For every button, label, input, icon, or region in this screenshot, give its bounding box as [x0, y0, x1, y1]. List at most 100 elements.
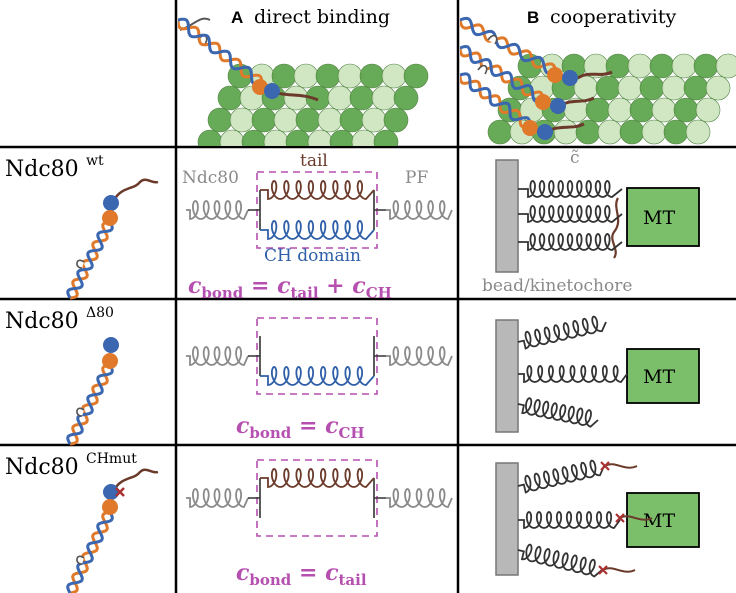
tubulin-subunit: [273, 107, 299, 133]
mt-label: MT: [643, 207, 675, 229]
tubulin-subunit: [371, 85, 397, 111]
row-sup-chmut: CHmut: [86, 451, 137, 467]
panel-b-title: cooperativity: [550, 6, 676, 28]
tubulin-subunit: [295, 107, 321, 133]
tubulin-subunit: [705, 75, 731, 101]
tubulin-subunit: [685, 119, 711, 145]
tail-connector: [611, 197, 620, 259]
row-name-delta80: Ndc80: [5, 309, 79, 334]
mt-label-2: MT: [643, 366, 675, 388]
equation-wt: cbond = ctail + cCH: [188, 273, 392, 302]
connector-right: [373, 190, 386, 230]
coiled-coil-orange: [460, 75, 531, 129]
tubulin-subunit: [641, 119, 667, 145]
coiled-coil-blue: [460, 16, 557, 76]
linker-spring: [518, 180, 623, 199]
coiled-coil-blue: [66, 511, 114, 593]
tubulin-subunit: [595, 75, 621, 101]
equation-chmut: cbond = ctail: [236, 560, 367, 589]
tubulin-subunit: [553, 119, 579, 145]
c-tilde-label: c̃: [570, 148, 580, 168]
ch-domain-spring: [260, 366, 375, 387]
bead-kinetochore-2: [495, 319, 519, 433]
tail-spring: [260, 468, 375, 489]
parallel-bond-box: [256, 459, 378, 537]
coiled-coil-blue: [178, 17, 263, 87]
tubulin-subunit: [373, 129, 399, 146]
row-sup-delta80: Δ80: [86, 305, 114, 321]
tail-strand: [604, 463, 638, 469]
row-label-chmut: Ndc80 CHmut: [5, 451, 137, 480]
tubulin-subunit: [293, 63, 319, 89]
tubulin-subunit: [629, 97, 655, 123]
tail-strand-wt: [112, 178, 159, 201]
tubulin-subunit: [359, 63, 385, 89]
ndc80-molecules-header-b: [460, 16, 613, 140]
linker-spring: [517, 459, 605, 494]
hinge-loop: [76, 259, 85, 269]
cooperativity-wt: MT c̃ bead/kinetochore: [482, 148, 700, 296]
row-delta80-molecule-heads: [102, 337, 119, 369]
tubulin-subunit: [585, 97, 611, 123]
ndc80-spring: [186, 346, 249, 367]
spring-models-a: [186, 171, 453, 537]
tubulin-subunit: [393, 85, 419, 111]
panel-a-header: A direct binding: [231, 6, 390, 28]
tubulin-subunit: [617, 75, 643, 101]
row-label-wt: Ndc80 wt: [5, 153, 104, 182]
row-name-wt: Ndc80: [5, 157, 79, 182]
panel-b-header: B cooperativity: [527, 6, 676, 28]
tubulin-subunit: [351, 129, 377, 146]
ch-domain-label: CH domain: [264, 246, 361, 266]
tubulin-subunit: [715, 53, 736, 79]
tubulin-subunit: [251, 107, 277, 133]
tail-label: tail: [300, 151, 328, 171]
ndc80-spring: [186, 200, 249, 221]
cooperativity-delta80: MT: [495, 319, 700, 433]
tubulin-subunit: [327, 85, 353, 111]
tail-strand: [602, 567, 636, 573]
tubulin-subunit: [263, 129, 289, 146]
pf-spring: [386, 346, 453, 367]
mutation-x-icon: [600, 461, 610, 471]
tubulin-subunit: [597, 119, 623, 145]
tubulin-subunit: [317, 107, 343, 133]
bead-kinetochore-3: [495, 462, 519, 576]
svg-text:cbond = ctail + cCH: cbond = ctail + cCH: [188, 273, 392, 302]
bead-kinetochore-label: bead/kinetochore: [482, 276, 632, 296]
pf-label: PF: [405, 168, 428, 188]
tubulin-subunit: [639, 75, 665, 101]
mt-label-3: MT: [643, 510, 675, 532]
row-wt-molecule-heads: [102, 178, 159, 226]
tubulin-subunit: [349, 85, 375, 111]
bead-kinetochore: [495, 159, 519, 273]
mutation-x-icon: [115, 487, 125, 497]
connector-right: [373, 336, 386, 376]
microtubule-block-3: [626, 492, 700, 548]
tubulin-subunit: [673, 97, 699, 123]
tubulin-subunit: [683, 75, 709, 101]
tubulin-subunit: [383, 107, 409, 133]
tubulin-subunit: [663, 119, 689, 145]
panel-a-title: direct binding: [254, 6, 390, 28]
coiled-coil-blue: [66, 221, 114, 299]
linker-spring: [517, 315, 607, 350]
tubulin-subunit: [315, 63, 341, 89]
svg-text:cbond = cCH: cbond = cCH: [236, 413, 365, 442]
linker-spring: [517, 397, 599, 428]
row-name-chmut: Ndc80: [5, 455, 79, 480]
tubulin-subunit: [207, 107, 233, 133]
microtubule-lattice-b: [487, 53, 736, 145]
tubulin-subunit: [381, 63, 407, 89]
tubulin-subunit: [241, 129, 267, 146]
hinge-loop: [76, 407, 85, 417]
coiled-coil-blue: [66, 364, 114, 445]
ch-domain-blue: [264, 83, 280, 99]
tubulin-subunit: [649, 53, 675, 79]
connector-left: [248, 478, 261, 518]
mutation-x-icon: [598, 565, 608, 575]
pf-spring: [386, 200, 453, 221]
tubulin-subunit: [627, 53, 653, 79]
microtubule-lattice-a: [197, 63, 429, 146]
connector-left: [248, 336, 261, 376]
